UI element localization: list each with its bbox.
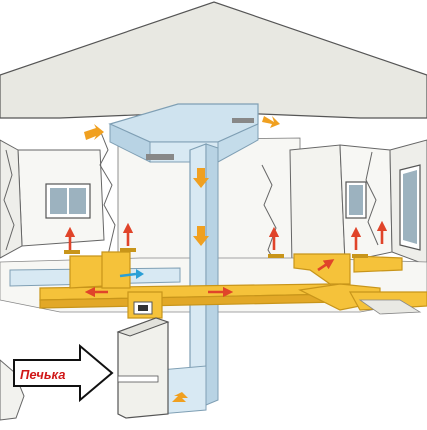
roof [0,1,427,119]
right-wall-broken-edge [261,164,281,271]
right-room-back-wall [289,144,346,266]
left-wall-broken-edge [99,129,119,271]
furnace [116,301,170,419]
left-window [45,183,91,219]
cold-air-arrow-icon [119,272,137,278]
cold-air-arrow-icon [172,392,188,402]
cold-air-arrow-icon [193,226,209,246]
left-room-side-wall [0,139,23,259]
basement-rock [0,359,25,421]
furnace-label: Печька [20,367,66,382]
cold-air-floor-arrow [119,269,144,279]
cold-air-arrow-icon [193,168,209,188]
far-right-window [399,164,421,251]
return-air-arrows [84,116,280,402]
warm-air-arrow-icon [317,259,335,272]
right-window [345,181,367,219]
vertical-return-duct [159,143,219,415]
pointer-arrow-icon [13,343,114,403]
cold-air-arrow-icon [262,116,280,128]
furnace-pointer: Печька [13,343,114,403]
warm-air-arrows [64,220,388,298]
cold-air-arrow-icon [84,124,104,140]
floor-grilles [64,248,368,258]
